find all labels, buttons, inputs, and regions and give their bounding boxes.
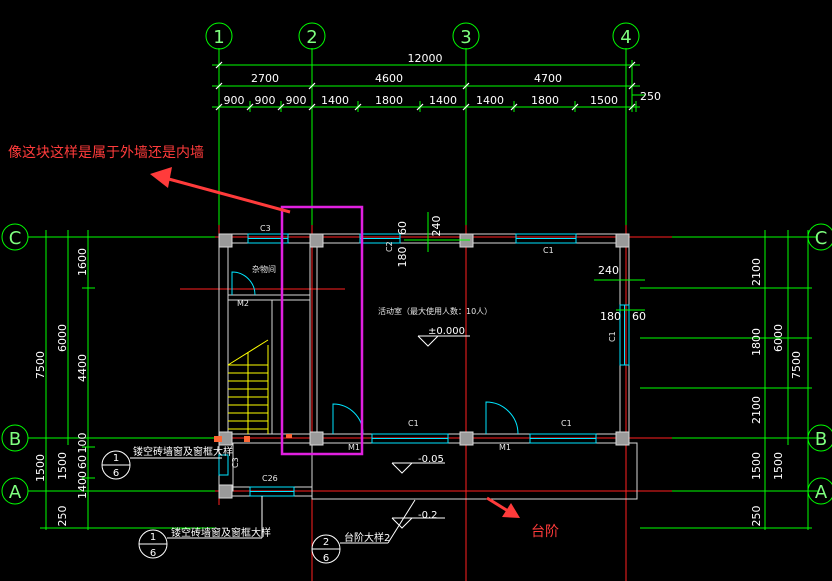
axis-label-4: 4 bbox=[620, 27, 631, 48]
detail3-den: 6 bbox=[323, 553, 329, 564]
dim-left-4: 1500 bbox=[56, 452, 69, 480]
left-dimension-lines bbox=[40, 230, 215, 530]
dim-seg-4: 1400 bbox=[321, 94, 349, 107]
windows bbox=[218, 233, 630, 497]
label-room-main: 活动室（最大使用人数：10人） bbox=[378, 306, 492, 316]
right-dimension-lines bbox=[640, 230, 812, 530]
wall-thickness-lines bbox=[404, 212, 645, 311]
dim-180-b: 180 bbox=[600, 310, 621, 323]
dim-left-5: 1400 bbox=[76, 471, 89, 499]
label-c2: C2 bbox=[385, 241, 394, 252]
axis-label-a-right: A bbox=[815, 482, 828, 503]
dim-seg-7: 1400 bbox=[476, 94, 504, 107]
dim-right-5: 1500 bbox=[772, 452, 785, 480]
top-dimension-ticks bbox=[215, 61, 636, 111]
dim-left-outer: 7500 bbox=[34, 351, 47, 379]
detail1-den: 6 bbox=[113, 468, 119, 479]
label-c1-b1: C1 bbox=[408, 419, 419, 428]
label-c3-top: C3 bbox=[260, 224, 271, 233]
axis-bubbles-top bbox=[1, 22, 832, 505]
dim-seg-5: 1800 bbox=[375, 94, 403, 107]
dim-left-mid: 6000 bbox=[56, 324, 69, 352]
stair-marker bbox=[214, 434, 292, 442]
detail2-num: 1 bbox=[150, 532, 156, 543]
detail3-num: 2 bbox=[323, 537, 329, 548]
dim-right-4: 1500 bbox=[750, 452, 763, 480]
elevation-floor: ±0.000 bbox=[428, 326, 465, 337]
detail1-text: 镂空砖墙窗及窗框大样 bbox=[133, 445, 233, 458]
detail1-num: 1 bbox=[113, 453, 119, 464]
axis-label-a-left: A bbox=[9, 482, 22, 503]
dim-total: 12000 bbox=[408, 52, 443, 65]
label-c26: C26 bbox=[262, 474, 278, 483]
dim-180-a: 180 bbox=[396, 247, 409, 268]
dim-240-b: 240 bbox=[598, 264, 619, 277]
label-c1-top: C1 bbox=[543, 246, 554, 255]
label-m1-b: M1 bbox=[499, 443, 511, 452]
dim-left-1: 1600 bbox=[76, 248, 89, 276]
dim-right-2: 1800 bbox=[750, 328, 763, 356]
dim-240-a: 240 bbox=[430, 216, 443, 237]
dim-left-bottom-1: 1500 bbox=[34, 454, 47, 482]
axis-label-b-left: B bbox=[9, 429, 21, 450]
label-c1-b2: C1 bbox=[561, 419, 572, 428]
label-m2: M2 bbox=[237, 299, 249, 308]
dim-left-6: 60 bbox=[76, 455, 89, 469]
dim-right-outer: 7500 bbox=[790, 351, 803, 379]
elevation-b: -0.2 bbox=[418, 510, 438, 521]
dim-right-bottom: 250 bbox=[750, 506, 763, 527]
dim-right-1: 2100 bbox=[750, 258, 763, 286]
dim-top-2: 4600 bbox=[375, 72, 403, 85]
axis-label-c-left: C bbox=[9, 228, 22, 249]
dim-60-a: 60 bbox=[396, 221, 409, 235]
stair bbox=[227, 339, 269, 434]
label-c3-left: C3 bbox=[231, 457, 240, 468]
detail-callouts bbox=[101, 450, 416, 564]
detail2-den: 6 bbox=[150, 548, 156, 559]
axis-label-b-right: B bbox=[815, 429, 827, 450]
dim-60-b: 60 bbox=[632, 310, 646, 323]
axis-label-2: 2 bbox=[306, 27, 317, 48]
annotation-steps: 台阶 bbox=[531, 524, 559, 540]
elevation-marks bbox=[391, 335, 470, 529]
dim-top-1: 2700 bbox=[251, 72, 279, 85]
dim-right-mid: 6000 bbox=[772, 324, 785, 352]
dim-top-3: 4700 bbox=[534, 72, 562, 85]
dim-seg-3: 900 bbox=[286, 94, 307, 107]
dim-seg-8: 1800 bbox=[531, 94, 559, 107]
label-room-small: 杂物间 bbox=[252, 264, 276, 274]
annotation-arrows bbox=[150, 167, 520, 518]
label-m1-a: M1 bbox=[348, 443, 360, 452]
dim-seg-6: 1400 bbox=[429, 94, 457, 107]
annotation-question: 像这块这样是属于外墙还是内墙 bbox=[8, 144, 204, 161]
dim-right-3: 2100 bbox=[750, 396, 763, 424]
axis-label-1: 1 bbox=[213, 27, 224, 48]
detail2-text: 镂空砖墙窗及窗框大样 bbox=[171, 526, 271, 539]
doors bbox=[231, 271, 519, 435]
axis-label-3: 3 bbox=[460, 27, 471, 48]
detail3-text: 台阶大样2 bbox=[344, 531, 390, 544]
dim-left-bottom-2: 250 bbox=[56, 506, 69, 527]
dim-right-offset: 250 bbox=[640, 90, 661, 103]
axis-label-c-right: C bbox=[815, 228, 828, 249]
dim-left-2: 4400 bbox=[76, 354, 89, 382]
dim-seg-1: 900 bbox=[224, 94, 245, 107]
dim-seg-9: 1500 bbox=[590, 94, 618, 107]
elevation-a: -0.05 bbox=[418, 454, 444, 465]
highlight-box bbox=[280, 205, 364, 456]
label-c1-right: C1 bbox=[608, 331, 617, 342]
dim-left-3: 100 bbox=[76, 433, 89, 454]
dim-seg-2: 900 bbox=[255, 94, 276, 107]
